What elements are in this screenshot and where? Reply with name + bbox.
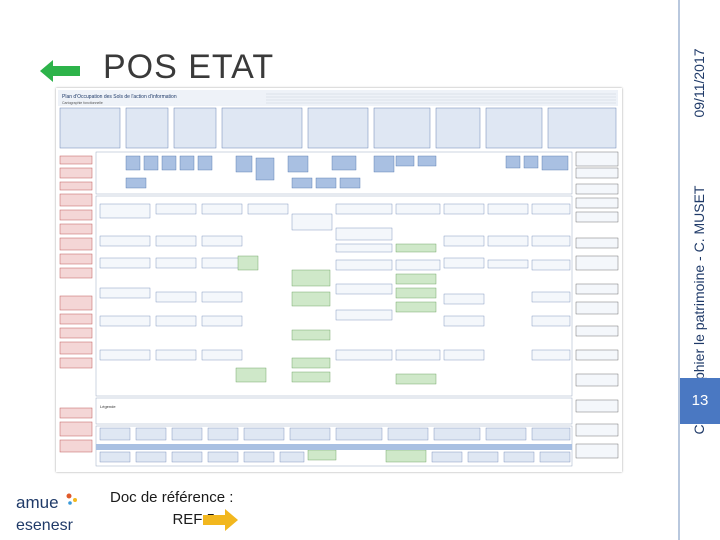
map-header-title: Plan d'Occupation des Sols de l'action d… bbox=[62, 94, 177, 100]
slide-date: 09/11/2017 bbox=[691, 48, 707, 118]
map-legend-label: Légende bbox=[100, 404, 116, 409]
svg-text:amue: amue bbox=[16, 493, 59, 512]
map-header-subtitle: Cartographie fonctionnelle bbox=[62, 101, 103, 105]
svg-text:esenesr: esenesr bbox=[16, 517, 74, 534]
pos-map-image: Plan d'Occupation des Sols de l'action d… bbox=[56, 88, 622, 472]
amue-esenesr-logo: amue esenesr bbox=[16, 493, 77, 534]
pos-map-diagram: Plan d'Occupation des Sols de l'action d… bbox=[56, 88, 622, 472]
page-number: 13 bbox=[680, 378, 720, 424]
right-sidebar bbox=[678, 0, 720, 540]
reference-line-1: Doc de référence : bbox=[110, 489, 234, 506]
back-arrow-icon[interactable] bbox=[40, 58, 82, 84]
slide-title: POS ETAT bbox=[103, 48, 275, 86]
reference-arrow-icon[interactable] bbox=[203, 509, 239, 531]
